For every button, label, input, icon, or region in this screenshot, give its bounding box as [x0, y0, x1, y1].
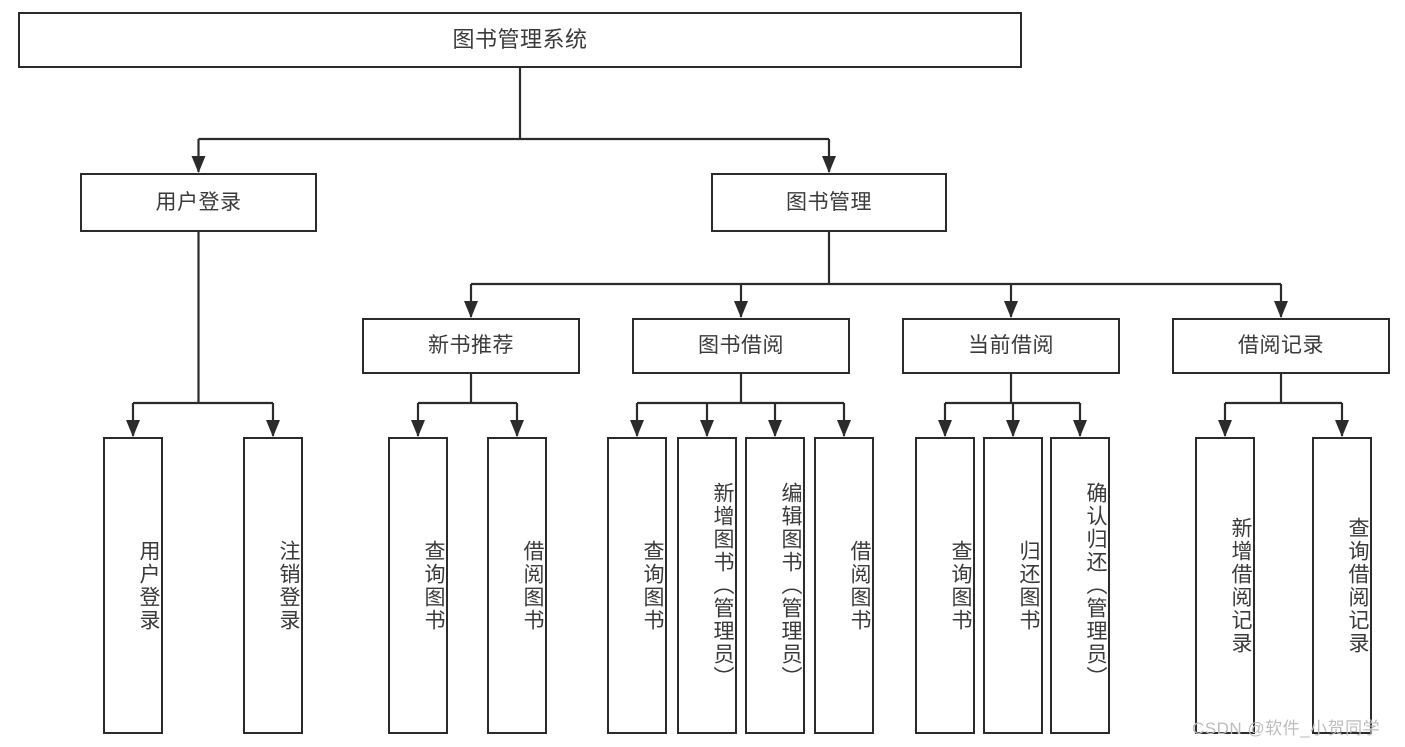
node-label-leaf-add-record: 新增借阅记录 [1229, 516, 1252, 655]
arrowhead-icon [630, 420, 644, 437]
node-box-book-manage: 图书管理 [711, 173, 947, 232]
arrowhead-icon [700, 420, 714, 437]
arrowhead-icon [1274, 301, 1288, 318]
node-box-root: 图书管理系统 [18, 12, 1022, 68]
node-box-leaf-query-book-2: 查询图书 [607, 437, 667, 734]
arrowhead-icon [1218, 420, 1232, 437]
node-label-leaf-user-login: 用户登录 [137, 539, 160, 632]
arrowhead-icon [411, 420, 425, 437]
node-label-current-borrow: 当前借阅 [968, 334, 1054, 358]
node-label-leaf-borrow-book-1: 借阅图书 [521, 539, 544, 632]
arrowhead-icon [464, 301, 478, 318]
node-box-leaf-add-book: 新增图书（管理员） [677, 437, 737, 734]
arrowhead-icon [837, 420, 851, 437]
node-label-root: 图书管理系统 [452, 26, 588, 52]
node-label-leaf-user-logout: 注销登录 [277, 539, 300, 632]
node-box-current-borrow: 当前借阅 [902, 318, 1120, 374]
arrowhead-icon [1006, 420, 1020, 437]
arrowhead-icon [191, 156, 206, 173]
node-box-leaf-return-book: 归还图书 [983, 437, 1043, 734]
node-label-leaf-query-book-2: 查询图书 [641, 539, 664, 632]
watermark-label: CSDN @软件_小贺同学 [1192, 719, 1381, 738]
node-box-user-login: 用户登录 [80, 173, 317, 232]
arrowhead-icon [768, 420, 782, 437]
node-label-borrow-record: 借阅记录 [1238, 334, 1324, 358]
arrowhead-icon [126, 420, 140, 437]
node-label-book-borrow: 图书借阅 [698, 334, 784, 358]
node-box-book-borrow: 图书借阅 [632, 318, 850, 374]
node-box-leaf-borrow-book-2: 借阅图书 [814, 437, 874, 734]
node-label-leaf-query-book-3: 查询图书 [949, 539, 972, 632]
node-label-leaf-borrow-book-2: 借阅图书 [848, 539, 871, 632]
node-box-leaf-user-logout: 注销登录 [243, 437, 303, 734]
node-label-leaf-query-record: 查询借阅记录 [1346, 516, 1369, 655]
node-box-leaf-query-book-3: 查询图书 [915, 437, 975, 734]
node-box-leaf-query-book-1: 查询图书 [388, 437, 448, 734]
node-label-book-manage: 图书管理 [786, 190, 872, 214]
node-box-leaf-edit-book: 编辑图书（管理员） [745, 437, 805, 734]
arrowhead-icon [266, 420, 280, 437]
node-label-leaf-edit-book: 编辑图书（管理员） [779, 482, 802, 689]
node-label-user-login: 用户登录 [155, 190, 242, 214]
node-box-leaf-confirm-return: 确认归还（管理员） [1050, 437, 1110, 734]
node-label-new-book-rec: 新书推荐 [428, 334, 514, 358]
arrowhead-icon [822, 156, 836, 173]
node-label-leaf-confirm-return: 确认归还（管理员） [1084, 482, 1107, 689]
arrowhead-icon [1335, 420, 1349, 437]
arrowhead-icon [734, 301, 748, 318]
arrowhead-icon [1004, 301, 1018, 318]
node-label-leaf-add-book: 新增图书（管理员） [711, 482, 734, 689]
node-box-leaf-query-record: 查询借阅记录 [1312, 437, 1372, 734]
node-box-leaf-borrow-book-1: 借阅图书 [487, 437, 547, 734]
node-label-leaf-return-book: 归还图书 [1017, 539, 1040, 632]
arrowhead-icon [938, 420, 952, 437]
node-box-new-book-rec: 新书推荐 [362, 318, 580, 374]
node-box-leaf-user-login: 用户登录 [103, 437, 163, 734]
node-box-leaf-add-record: 新增借阅记录 [1195, 437, 1255, 734]
node-label-leaf-query-book-1: 查询图书 [422, 539, 445, 632]
arrowhead-icon [1073, 420, 1087, 437]
arrowhead-icon [510, 420, 524, 437]
node-box-borrow-record: 借阅记录 [1172, 318, 1390, 374]
